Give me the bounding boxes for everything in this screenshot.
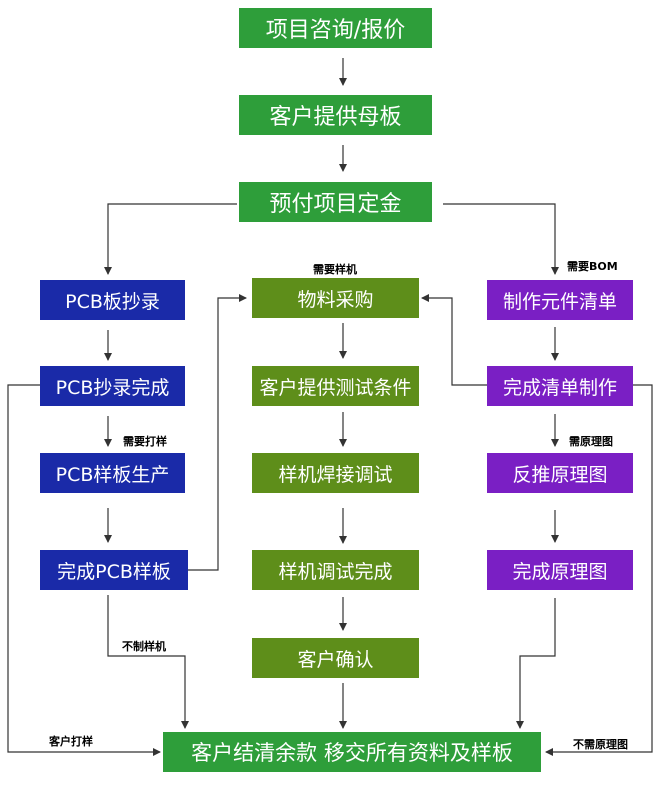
arrow-sample-done-procurement xyxy=(188,294,247,571)
arrow-schematic-done-final xyxy=(516,598,556,729)
step-debug-done: 样机调试完成 xyxy=(252,550,419,590)
step-make-bom: 制作元件清单 xyxy=(487,280,633,320)
note-no-schematic: 不需原理图 xyxy=(573,738,628,751)
step-solder-debug: 样机焊接调试 xyxy=(252,453,419,493)
step-customer-confirm: 客户确认 xyxy=(252,638,419,678)
step-motherboard: 客户提供母板 xyxy=(239,95,432,135)
note-no-prototype: 不制样机 xyxy=(122,640,166,653)
step-final-payment: 客户结清余款 移交所有资料及样板 xyxy=(163,732,541,772)
arrow-bom-done-procurement xyxy=(421,294,487,386)
step-pcb-sample-production: PCB样板生产 xyxy=(40,453,185,493)
note-need-sample: 需要样机 xyxy=(313,263,357,276)
step-pcb-copy-done: PCB抄录完成 xyxy=(40,366,185,406)
note-need-schematic: 需原理图 xyxy=(569,435,613,448)
arrow-customer-proof-final xyxy=(7,384,161,756)
step-reverse-schematic: 反推原理图 xyxy=(487,453,633,493)
step-schematic-done: 完成原理图 xyxy=(487,550,633,590)
step-test-conditions: 客户提供测试条件 xyxy=(252,366,419,406)
step-deposit: 预付项目定金 xyxy=(239,182,432,222)
step-procurement: 物料采购 xyxy=(252,278,419,318)
note-customer-proof: 客户打样 xyxy=(49,735,93,748)
arrow-no-prototype-final xyxy=(107,595,189,729)
arrow-deposit-bom xyxy=(443,203,559,275)
step-pcb-copy: PCB板抄录 xyxy=(40,280,185,320)
note-need-proof: 需要打样 xyxy=(123,435,167,448)
note-need-bom: 需要BOM xyxy=(567,260,618,273)
step-pcb-sample-done: 完成PCB样板 xyxy=(40,550,188,590)
step-bom-done: 完成清单制作 xyxy=(487,366,633,406)
arrow-deposit-pcb xyxy=(104,203,237,275)
arrow-no-schematic-final xyxy=(545,384,653,756)
step-consult: 项目咨询/报价 xyxy=(239,8,432,48)
